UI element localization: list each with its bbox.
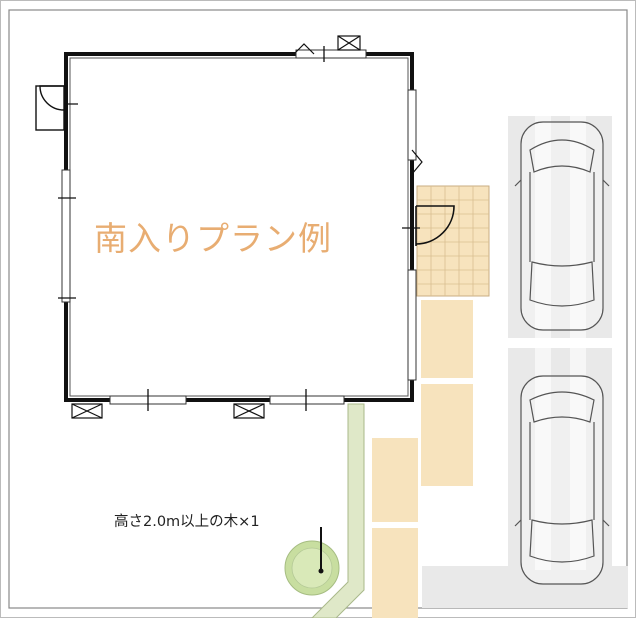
garden-path [311, 403, 365, 618]
lot-boundary [8, 9, 628, 609]
parking-apron [422, 566, 628, 608]
door-west [35, 85, 65, 131]
parking-bay-1 [508, 116, 612, 338]
car-top-view-icon [514, 121, 610, 331]
door-east-small [411, 149, 423, 175]
tree-annotation: 高さ2.0m以上の木×1 [114, 514, 260, 530]
stepping-slabs [372, 300, 473, 618]
bay-window [293, 43, 315, 55]
entrance-porch [416, 185, 490, 297]
outdoor-units [71, 35, 361, 419]
door-entrance [415, 205, 455, 246]
plan-title: 南入りプラン例 [94, 219, 332, 258]
car-top-view-icon [514, 375, 610, 585]
tree-icon [284, 527, 340, 596]
parking-area [422, 116, 628, 608]
